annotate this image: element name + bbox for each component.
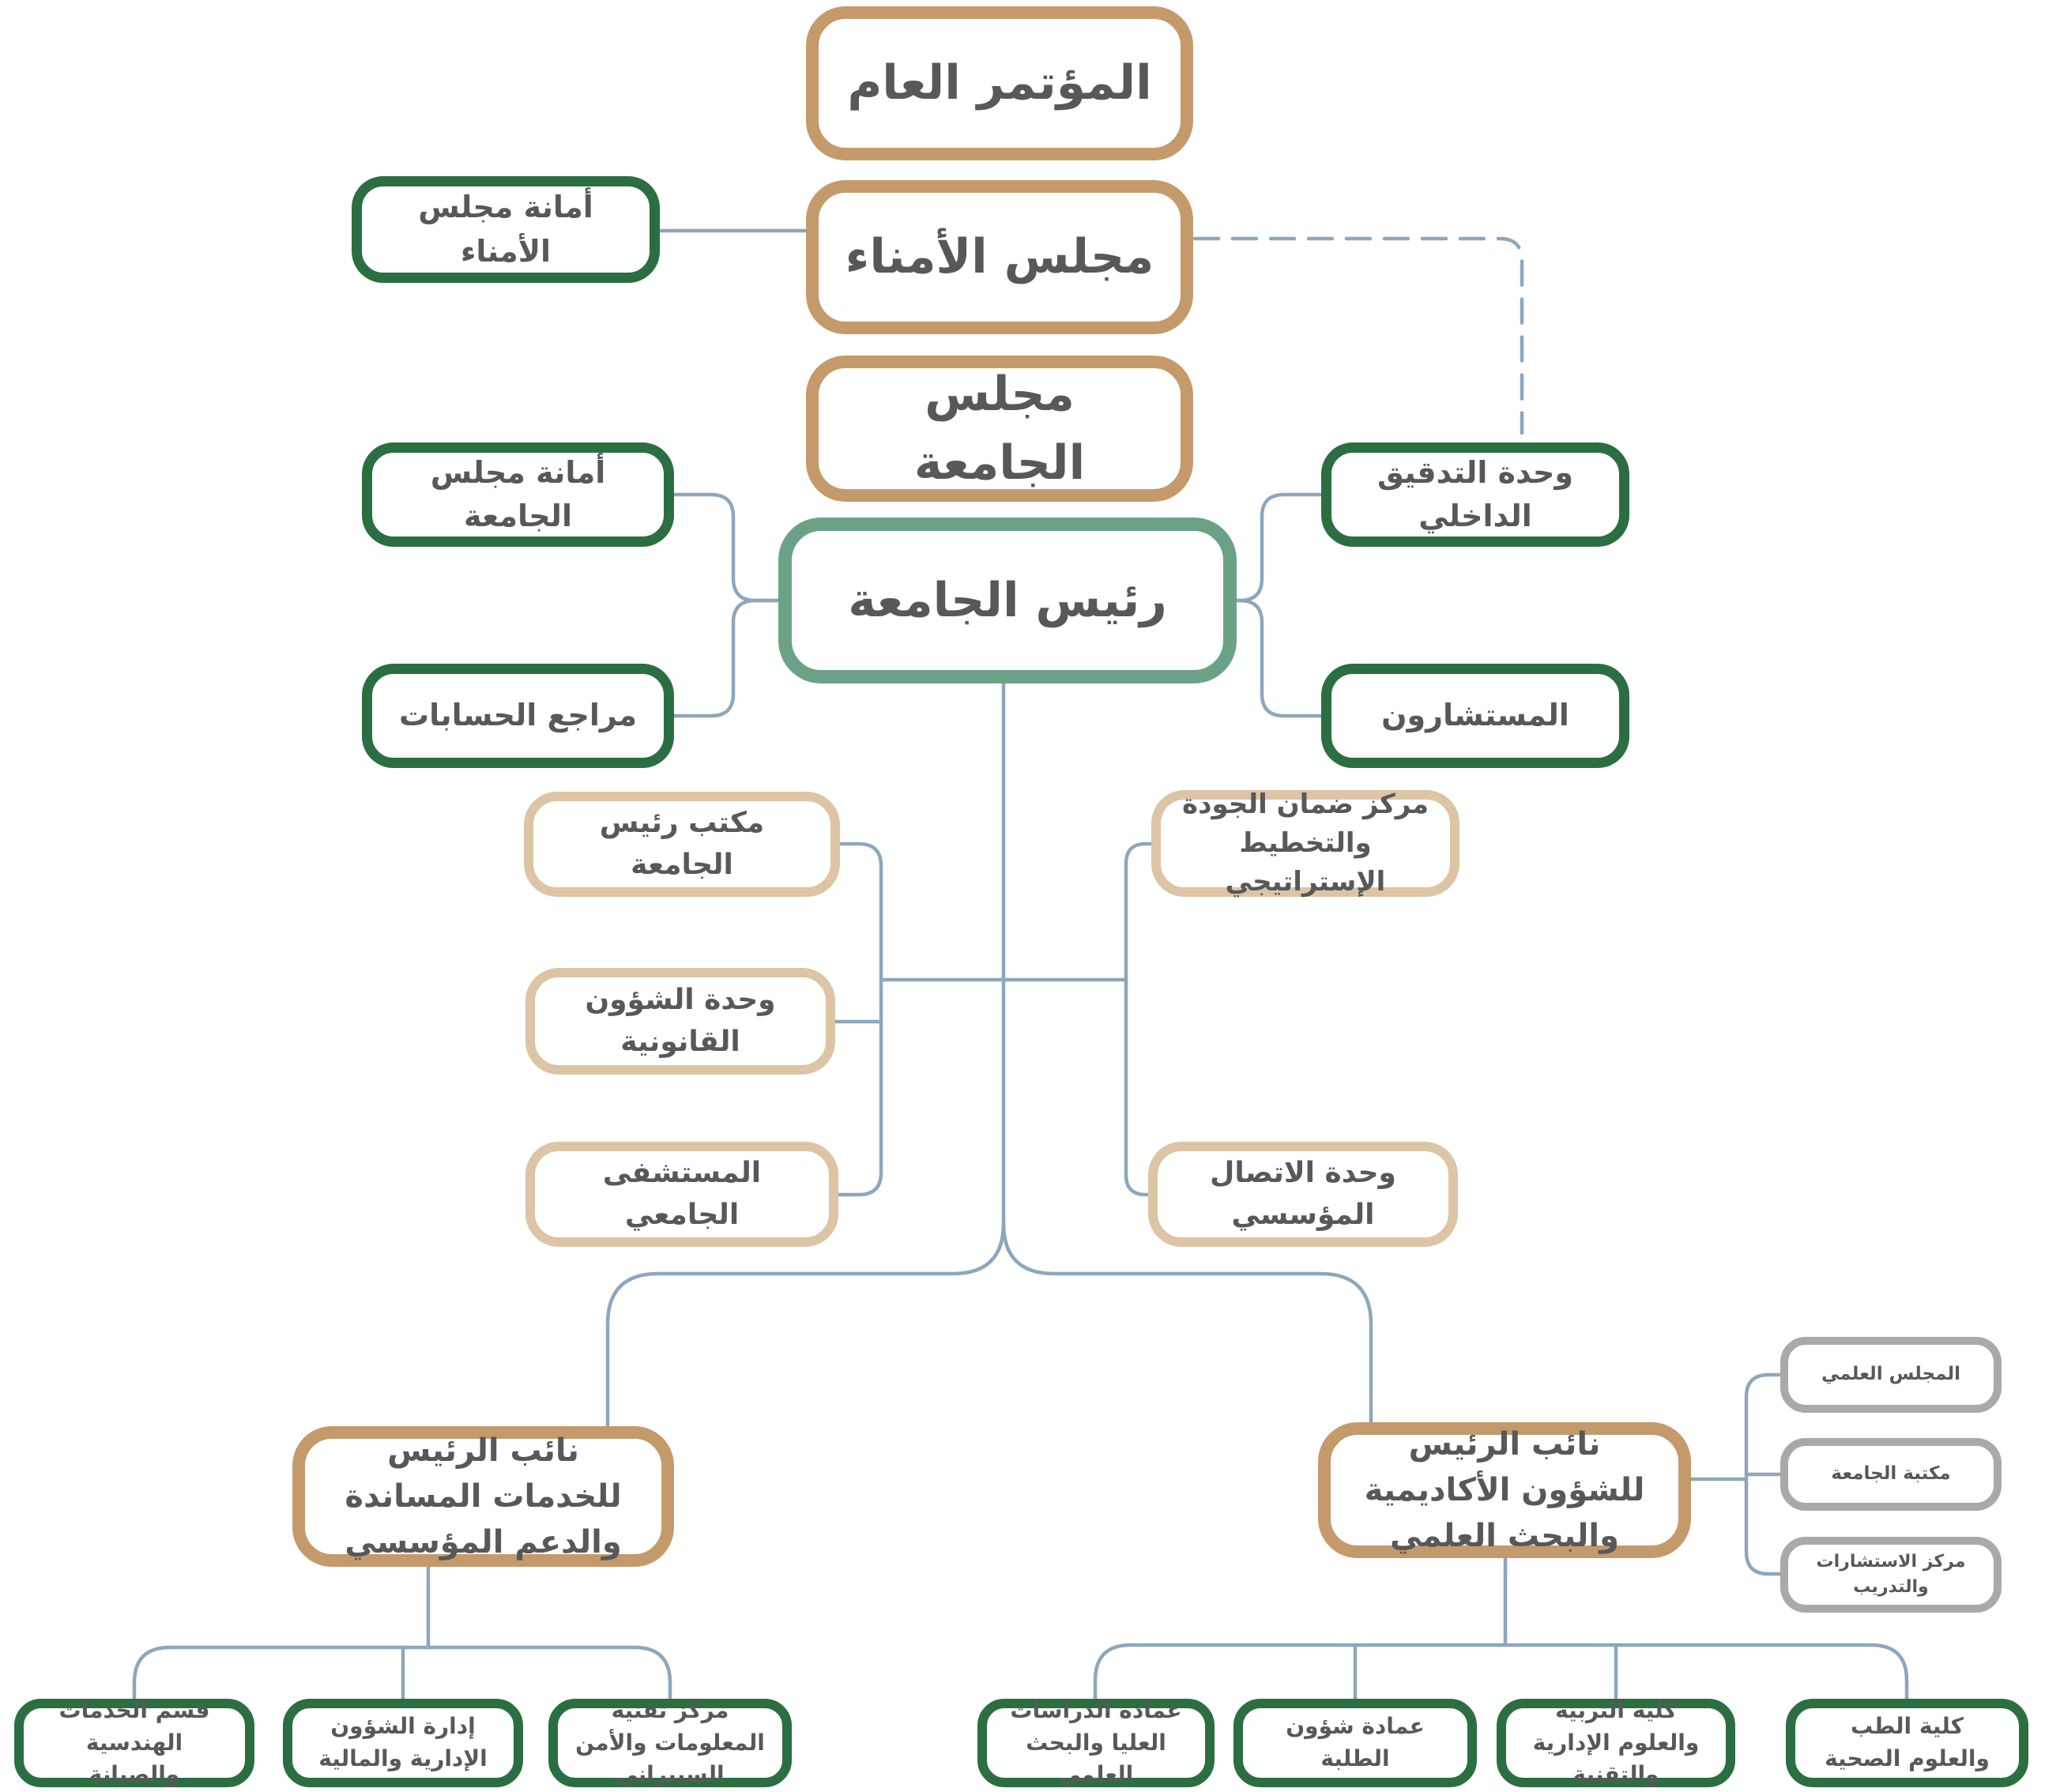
org-node-trustees-secretariat: أمانة مجلس الأمناء xyxy=(352,176,660,283)
connector-trustees-audit-dashed-link xyxy=(1192,236,1524,435)
org-node-vp-support-services: نائب الرئيس للخدمات المساندة والدعم المؤ… xyxy=(292,1426,674,1567)
org-node-it-cybersecurity-center: مركز تقنية المعلومات والأمن السيبراني xyxy=(548,1697,792,1787)
connector-fork-to-vp-academic xyxy=(1001,1221,1373,1425)
connector-auditor-to-president xyxy=(672,598,781,718)
org-node-board-of-trustees: مجلس الأمناء xyxy=(806,180,1193,334)
org-node-engineering-services-dept: قسم الخدمات الهندسية والصيانة xyxy=(14,1697,254,1787)
connector-left-units-spine xyxy=(836,841,883,1197)
org-node-legal-affairs-unit: وحدة الشؤون القانونية xyxy=(525,968,835,1075)
org-node-accounts-auditor: مراجع الحسابات xyxy=(362,664,674,768)
org-node-quality-planning-center: مركز ضمان الجودة والتخطيط الإستراتيجي xyxy=(1151,789,1459,898)
org-node-general-conference: المؤتمر العام xyxy=(806,6,1193,160)
org-node-medicine-college: كلية الطب والعلوم الصحية xyxy=(1786,1699,2028,1787)
org-node-university-council: مجلس الجامعة xyxy=(806,356,1193,502)
org-node-corporate-communication-unit: وحدة الاتصال المؤسسي xyxy=(1148,1142,1458,1247)
org-node-consultants: المستشارون xyxy=(1321,664,1629,768)
org-node-scientific-council: المجلس العلمي xyxy=(1780,1337,2002,1413)
org-node-council-secretariat: أمانة مجلس الجامعة xyxy=(362,442,674,547)
connector-council-secretariat-to-president xyxy=(672,492,781,603)
org-node-consulting-training-center: مركز الاستشارات والتدريب xyxy=(1780,1537,2002,1613)
org-node-student-affairs-deanship: عمادة شؤون الطلبة xyxy=(1233,1699,1477,1787)
org-node-internal-audit-unit: وحدة التدقيق الداخلي xyxy=(1321,442,1629,547)
connector-vp-academic-distribution xyxy=(1093,1643,1909,1701)
org-node-education-college: كلية التربية والعلوم الإدارية والتقنية xyxy=(1497,1697,1735,1787)
connector-right-units-spine xyxy=(1124,841,1154,1197)
org-node-university-president: رئيس الجامعة xyxy=(778,518,1237,683)
org-node-university-library: مكتبة الجامعة xyxy=(1780,1438,2002,1511)
org-node-admin-financial-affairs: إدارة الشؤون الإدارية والمالية xyxy=(283,1699,523,1787)
org-node-president-office: مكتب رئيس الجامعة xyxy=(524,792,840,897)
connector-consultants-to-president xyxy=(1234,598,1324,718)
connector-fork-to-vp-support xyxy=(605,1221,1006,1429)
org-node-graduate-studies-deanship: عمادة الدراسات العليا والبحث العلمي xyxy=(977,1697,1215,1787)
org-node-university-hospital: المستشفى الجامعي xyxy=(525,1142,838,1247)
connector-audit-unit-to-president xyxy=(1234,492,1324,603)
org-node-vp-academic-research: نائب الرئيس للشؤون الأكاديمية والبحث الع… xyxy=(1318,1422,1691,1558)
